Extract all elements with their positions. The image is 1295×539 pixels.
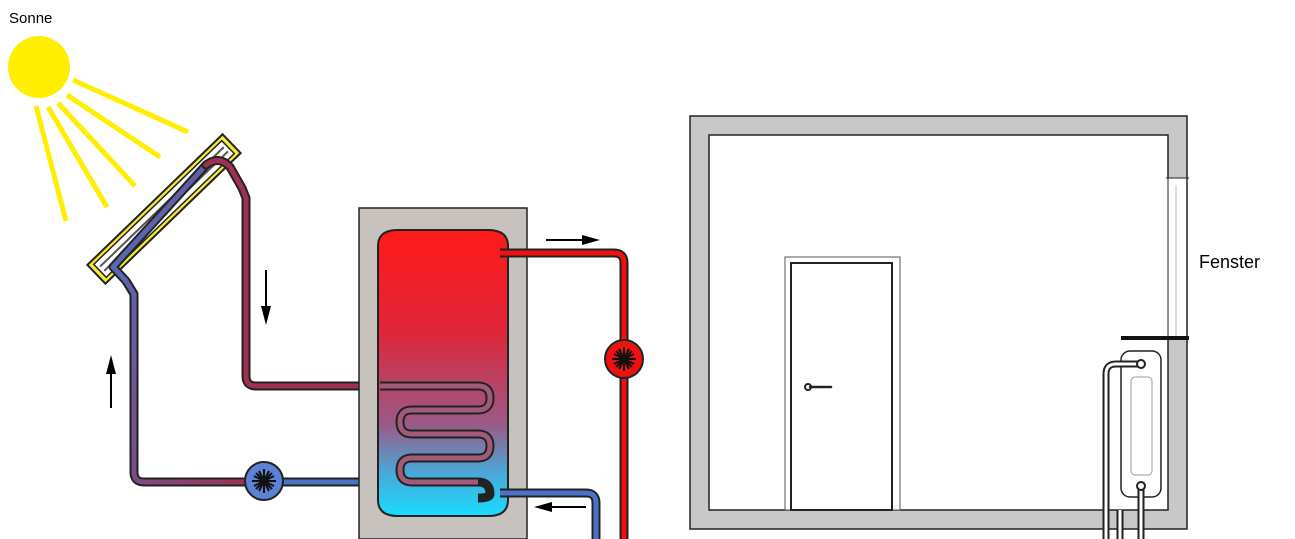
arrow-down-icon [261,270,271,325]
pump-icon [604,339,644,379]
flow-arrows [106,235,600,512]
arrow-up-icon [106,355,116,408]
distribution-pipes [500,248,629,539]
pump-icon [244,461,284,501]
radiator-icon [1102,350,1162,539]
arrow-left-icon [534,502,586,512]
sun-icon [8,36,190,222]
tank-icon [358,207,528,539]
sun-label: Sonne [9,10,53,27]
window-label: Fenster [1199,252,1261,272]
room [689,115,1189,539]
window-icon [1121,177,1189,340]
arrow-right-icon [546,235,600,245]
door-icon [784,256,901,511]
